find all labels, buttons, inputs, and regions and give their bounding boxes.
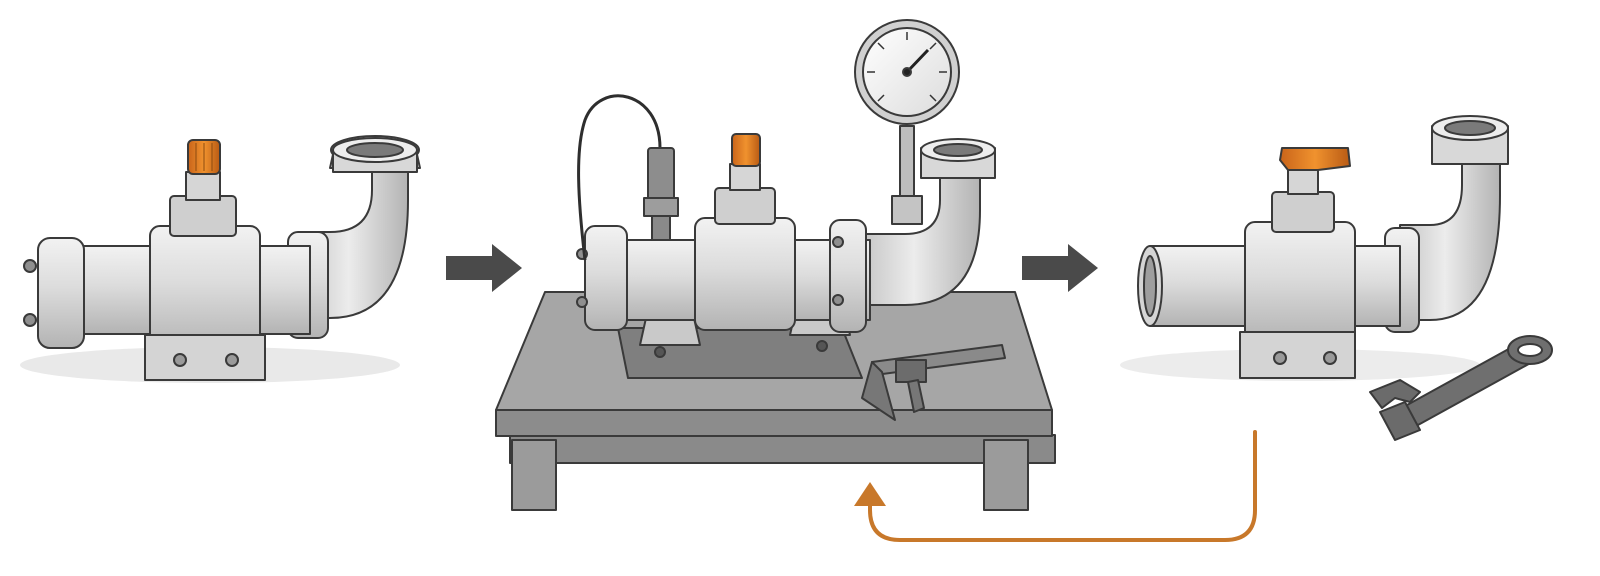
elbow-pipe-icon bbox=[859, 138, 996, 306]
lever-valve-icon bbox=[1271, 147, 1351, 233]
wrench-icon bbox=[1369, 335, 1553, 441]
elbow-pipe-icon bbox=[1399, 115, 1509, 321]
right-arrow-icon bbox=[446, 244, 522, 292]
needle-valve-icon bbox=[169, 139, 237, 237]
sensor-cable-icon bbox=[577, 94, 679, 261]
test-bench bbox=[495, 19, 1056, 511]
caliper-icon bbox=[861, 344, 1006, 421]
pressure-gauge-icon bbox=[854, 19, 960, 225]
modified-valve-assembly bbox=[1120, 115, 1553, 441]
right-arrow-icon bbox=[1022, 244, 1098, 292]
original-valve-assembly bbox=[20, 135, 421, 383]
feedback-loop-arrow-icon bbox=[854, 430, 1257, 542]
